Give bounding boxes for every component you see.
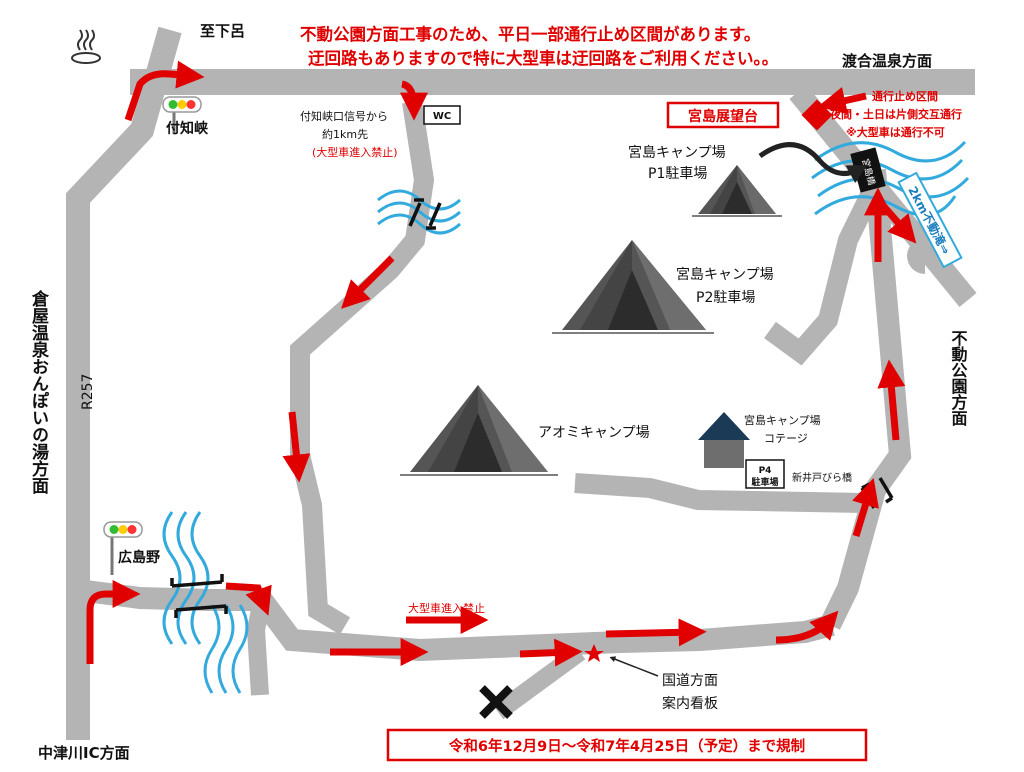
label-fudo: 不動公園方面 [949,330,968,427]
pointer-line [609,656,659,677]
label-route: R257 [80,374,96,410]
arrow [124,60,205,122]
label-tsukechi: 付知峡 [166,120,209,137]
star-icon [584,644,604,662]
camp-p1-line2: P1駐車場 [648,165,707,182]
traffic-signal-hiroshimano [103,521,143,575]
signal-note-line3: (大型車進入禁止) [312,145,398,159]
label-kuraya: 倉屋温泉おんぽいの湯方面 [28,289,50,495]
bridges [170,198,894,618]
arrow [86,580,141,664]
tent-p1 [692,165,782,217]
observatory-box [666,101,780,129]
road-south-branch [246,598,271,696]
wave [814,140,967,163]
cottage-icon [698,412,750,468]
tent-aomi [400,385,558,476]
label-hiroshimano: 広島野 [118,549,160,566]
wave [217,604,235,694]
arrow [877,199,917,244]
wave [190,511,210,645]
label-niiido-bridge: 新井戸びら橋 [792,471,852,484]
signal-note-line2: 約1km先 [322,127,368,141]
wave [811,158,964,181]
observatory-label: 宮島展望台 [688,108,758,125]
wave [162,511,182,645]
camp-p2-line2: P2駐車場 [696,289,755,306]
notice-line1: 不動公園方面工事のため、平日一部通行止め区間があります。 [300,24,760,44]
wc-label: WC [433,111,451,122]
arrow [877,359,906,441]
traffic-signal-tsukechi [162,96,202,134]
arrow [605,618,707,647]
camp-aomi: アオミキャンプ場 [538,425,650,441]
p4-box [745,459,785,489]
road-aomi [574,473,865,513]
closure-line3: ※大型車は通行不可 [846,125,945,139]
camp-cottage-line1: 宮島キャンプ場 [744,413,821,427]
wc-box [423,105,461,125]
road-mountain [290,100,435,635]
arrow [817,86,867,115]
arrow [519,638,583,667]
label-no-large-vehicles: 大型車進入禁止 [408,601,485,615]
wave [231,604,249,694]
arrow [225,582,272,616]
parking-semicircle [907,238,925,274]
wave [176,511,196,645]
road-guide-sign [492,644,586,720]
label-watarai: 渡合温泉方面 [842,52,932,70]
closure-line2: 夜間・土日は片側交互通行 [829,107,962,121]
road-network [66,26,977,740]
label-nakatsugawa: 中津川IC方面 [38,744,130,762]
route-arrows [86,60,917,667]
wave [377,213,462,235]
arrow [775,610,839,644]
p4-line1: P4 [759,466,772,476]
arrow [341,255,395,309]
road-south [76,579,835,662]
guide-sign-line2: 案内看板 [662,695,718,712]
bridge-mountain [408,198,442,230]
river-waves [162,140,970,694]
wave [377,201,462,223]
arrow [399,80,428,121]
wave [817,176,970,199]
onsen-icon [71,29,101,64]
road-p1-spur [764,180,884,366]
period-box [386,728,868,762]
label-shimoro: 至下呂 [200,22,245,40]
arrow [852,477,879,538]
notice-line2: 迂回路もありますので特に大型車は迂回路をご利用ください。。 [308,48,778,68]
closure-line1: 通行止め区間 [872,89,938,103]
tent-p2 [552,240,714,334]
camp-p1-line1: 宮島キャンプ場 [628,145,726,161]
bridge-hiroshimano [170,574,228,618]
arrow [282,411,311,483]
signal-note-line1: 付知峡口信号から [300,109,388,123]
p4-line2: 駐車場 [751,476,778,488]
wave [814,195,957,217]
camp-p2-line1: 宮島キャンプ場 [676,267,774,283]
uturn-arrow [758,142,868,184]
period-label: 令和6年12月9日～令和7年4月25日（予定）まで規制 [449,737,805,755]
camp-cottage-line2: コテージ [764,432,808,445]
closed-x-icon [479,685,513,719]
wave [203,604,221,694]
guide-sign-line1: 国道方面 [662,673,718,689]
